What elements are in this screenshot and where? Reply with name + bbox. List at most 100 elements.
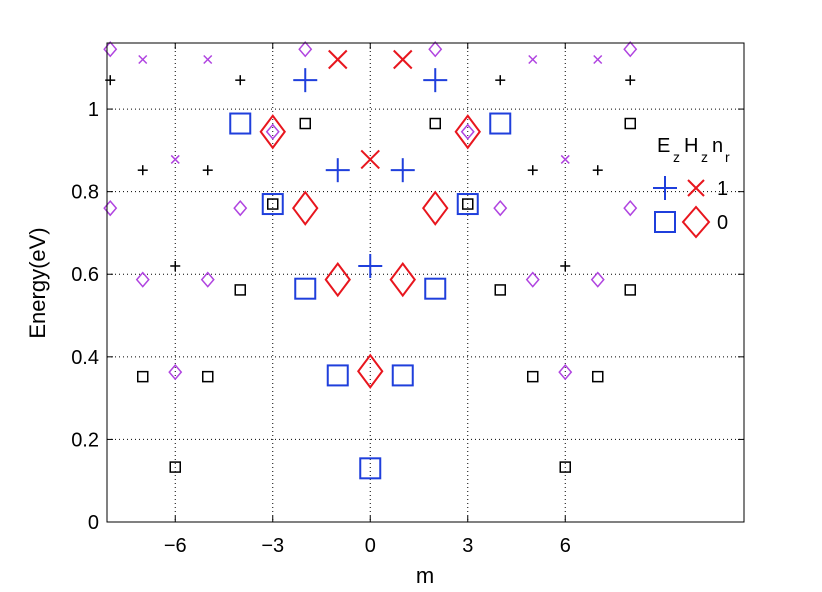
- plus-marker: [358, 253, 383, 278]
- cross-marker: [203, 54, 213, 65]
- diamond-marker: [265, 123, 280, 140]
- plus-marker: [325, 158, 350, 183]
- square-marker: [137, 370, 149, 383]
- plus-marker: [235, 75, 246, 86]
- plus-marker: [423, 68, 448, 93]
- square-marker: [624, 117, 636, 130]
- plus-marker: [527, 165, 538, 176]
- diamond-marker: [292, 190, 319, 226]
- square-marker: [624, 284, 636, 296]
- x-tick-label: 3: [462, 535, 473, 557]
- y-tick-label: 0.2: [71, 429, 99, 451]
- square-marker: [456, 193, 479, 216]
- x-tick-label: −6: [164, 535, 187, 557]
- square-marker: [489, 112, 512, 135]
- plus-marker: [202, 165, 213, 176]
- legend-header: E z H z n r: [657, 135, 730, 165]
- diamond-marker: [590, 271, 605, 288]
- square-marker: [234, 284, 246, 296]
- square-marker: [202, 370, 214, 383]
- diamond-marker: [525, 271, 540, 288]
- legend-header-h-sub: z: [701, 149, 708, 165]
- x-tick-label: −3: [261, 535, 284, 557]
- legend-header-e-sub: z: [673, 149, 680, 165]
- plot-frame: [106, 42, 745, 523]
- legend-label-1: 1: [717, 178, 728, 200]
- legend-diamond-red-icon: [681, 205, 711, 239]
- cross-marker: [170, 154, 180, 164]
- plus-marker: [495, 75, 506, 86]
- cross-marker: [528, 54, 538, 65]
- x-tick-label: 0: [365, 535, 376, 557]
- diamond-marker: [558, 363, 573, 381]
- diamond-marker: [428, 41, 443, 58]
- diamond-marker: [200, 271, 215, 288]
- tick-labels: −6 −3 0 3 6 0 0.2 0.4 0.6 0.8 1: [71, 99, 571, 557]
- square-marker: [169, 461, 181, 473]
- legend-label-0: 0: [717, 212, 728, 234]
- diamond-marker: [454, 114, 482, 150]
- diamond-marker: [135, 271, 150, 288]
- legend-square-blue-icon: [654, 211, 676, 233]
- diamond-marker: [623, 200, 638, 217]
- y-tick-label: 1: [88, 99, 99, 121]
- square-marker: [559, 461, 571, 473]
- plus-marker: [170, 260, 181, 271]
- diamond-marker: [259, 114, 287, 150]
- y-tick-label: 0: [88, 512, 99, 534]
- square-marker: [527, 370, 539, 383]
- square-marker: [229, 112, 252, 135]
- square-marker: [326, 364, 349, 387]
- plus-marker: [560, 260, 571, 271]
- cross-marker: [328, 49, 348, 70]
- square-marker: [424, 277, 447, 300]
- y-tick-label: 0.8: [71, 182, 99, 204]
- diamond-marker: [389, 261, 416, 298]
- plus-marker: [293, 68, 318, 93]
- plus-marker: [137, 165, 148, 176]
- square-marker: [359, 457, 382, 480]
- square-marker: [261, 193, 284, 216]
- legend-header-n-sub: r: [725, 149, 730, 165]
- cross-marker: [393, 49, 413, 70]
- diamond-marker: [103, 41, 118, 58]
- legend-cross-red-icon: [687, 179, 705, 197]
- plus-marker: [592, 165, 603, 176]
- square-marker: [462, 198, 474, 210]
- legend-row-0: 0: [654, 205, 728, 239]
- diamond-marker: [460, 123, 475, 140]
- plus-marker: [390, 158, 415, 183]
- diamond-marker: [493, 200, 508, 217]
- legend: E z H z n r 1 0: [653, 135, 730, 239]
- square-marker: [294, 277, 317, 300]
- x-tick-label: 6: [560, 535, 571, 557]
- cross-marker: [360, 149, 380, 170]
- diamond-marker: [324, 261, 351, 298]
- cross-marker: [593, 54, 603, 65]
- y-tick-label: 0.4: [71, 347, 99, 369]
- plus-marker: [625, 75, 636, 86]
- diamond-marker: [623, 41, 638, 58]
- x-axis-label: m: [416, 563, 434, 588]
- data-markers: [103, 41, 638, 480]
- square-marker: [391, 364, 414, 387]
- square-marker: [592, 370, 604, 383]
- diamond-marker: [357, 353, 384, 389]
- cross-marker: [560, 154, 570, 164]
- legend-row-1: 1: [653, 176, 728, 200]
- diamond-marker: [298, 41, 313, 58]
- square-marker: [299, 117, 311, 130]
- cross-marker: [138, 54, 148, 65]
- square-marker: [429, 117, 441, 130]
- legend-plus-blue-icon: [653, 176, 677, 200]
- legend-header-n: n: [712, 135, 723, 157]
- y-tick-label: 0.6: [71, 264, 99, 286]
- square-marker: [494, 284, 506, 296]
- legend-header-e: E: [657, 135, 670, 157]
- diamond-marker: [103, 200, 118, 217]
- diamond-marker: [168, 363, 183, 381]
- square-marker: [267, 198, 279, 210]
- diamond-marker: [233, 200, 248, 217]
